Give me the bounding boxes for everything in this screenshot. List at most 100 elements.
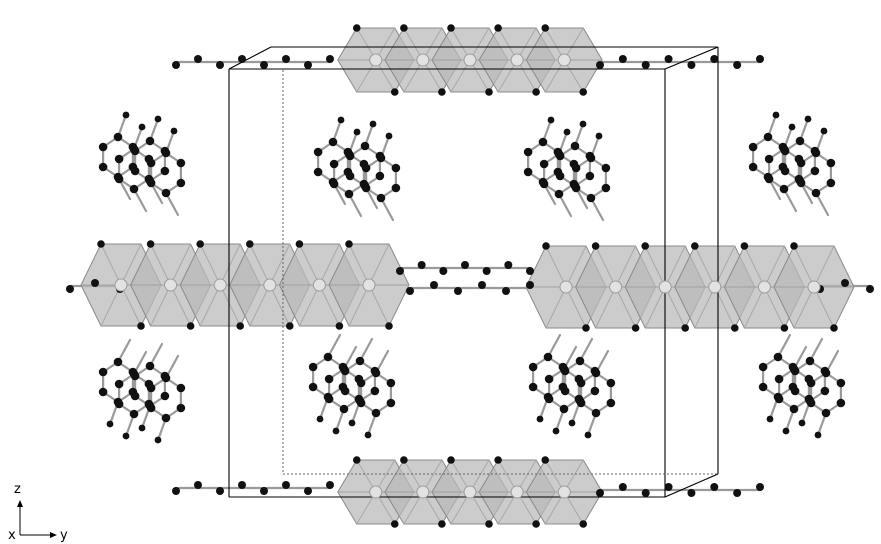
atom — [129, 409, 139, 419]
atom — [560, 386, 570, 396]
atom — [340, 386, 350, 396]
atom — [733, 61, 742, 69]
atom — [98, 367, 108, 377]
atom — [542, 242, 550, 250]
atom — [584, 431, 592, 439]
atom — [329, 159, 339, 169]
atom — [370, 386, 380, 396]
atom — [502, 287, 510, 295]
atom — [748, 162, 758, 172]
atom — [352, 24, 361, 32]
atom — [804, 115, 812, 123]
atom — [568, 419, 576, 427]
atom — [579, 120, 587, 128]
atom — [329, 179, 339, 189]
atom — [146, 178, 156, 188]
atom — [113, 357, 123, 367]
atom — [98, 142, 108, 152]
atom — [400, 456, 408, 464]
atom — [821, 368, 831, 378]
atom — [332, 427, 340, 435]
atom — [364, 431, 372, 439]
atom — [376, 153, 386, 163]
atom — [576, 398, 586, 408]
atom — [371, 408, 381, 418]
atom — [260, 487, 268, 495]
atom — [779, 184, 789, 194]
atom — [324, 394, 334, 404]
atom — [641, 242, 649, 250]
atom — [417, 261, 426, 269]
metal-atom — [463, 53, 477, 67]
atom — [523, 167, 533, 177]
atom — [390, 88, 399, 96]
atom — [340, 366, 350, 376]
atom — [145, 136, 155, 146]
atom — [91, 279, 99, 287]
atom — [820, 127, 828, 135]
atom — [579, 88, 588, 96]
metal-atom — [362, 278, 376, 292]
axis-x-label: x — [8, 528, 16, 543]
atom — [836, 378, 846, 388]
atom — [805, 356, 815, 366]
atom — [758, 362, 768, 372]
atom — [586, 193, 596, 203]
atom — [641, 489, 650, 497]
atom — [386, 378, 396, 388]
atom — [596, 61, 604, 69]
atom — [391, 163, 401, 173]
atom — [552, 427, 560, 435]
atom — [798, 419, 806, 427]
atom — [339, 404, 349, 414]
atom — [482, 267, 491, 275]
atom — [304, 487, 312, 495]
atom — [122, 111, 130, 119]
atom — [138, 424, 146, 432]
axis-y-arrowhead — [50, 532, 57, 538]
atom — [596, 489, 604, 497]
atom — [590, 386, 600, 396]
atom — [586, 153, 596, 163]
atom — [375, 171, 385, 181]
atom — [130, 371, 140, 381]
atom — [114, 399, 124, 409]
atom — [130, 146, 140, 156]
atom — [756, 483, 764, 491]
atom — [536, 415, 544, 423]
atom — [113, 132, 123, 142]
metal-atom — [757, 280, 771, 294]
atom — [369, 120, 377, 128]
atom — [560, 366, 570, 376]
atom — [748, 142, 758, 152]
atom — [764, 154, 774, 164]
axis-z-arrowhead — [17, 500, 23, 507]
atom — [811, 148, 821, 158]
atom — [544, 374, 554, 384]
atom — [161, 413, 171, 423]
atom — [539, 179, 549, 189]
atom — [494, 456, 502, 464]
atom — [681, 324, 689, 332]
atom — [400, 24, 408, 32]
atom — [710, 55, 719, 63]
cell-edge — [664, 473, 719, 498]
metal-atom — [369, 485, 383, 499]
atom — [541, 24, 550, 32]
atom — [528, 382, 538, 392]
atom — [538, 137, 548, 147]
metal-atom — [807, 280, 821, 294]
atom — [172, 487, 180, 495]
atom — [326, 481, 334, 489]
atom — [766, 415, 774, 423]
atom — [308, 382, 318, 392]
atom — [160, 391, 170, 401]
unit-cell-box — [228, 46, 719, 498]
polyhedra-layer — [80, 27, 855, 525]
atom — [130, 391, 140, 401]
atom — [376, 193, 386, 203]
atom — [353, 128, 361, 136]
atom — [528, 362, 538, 372]
atom — [810, 166, 820, 176]
atom-layer — [66, 24, 874, 528]
